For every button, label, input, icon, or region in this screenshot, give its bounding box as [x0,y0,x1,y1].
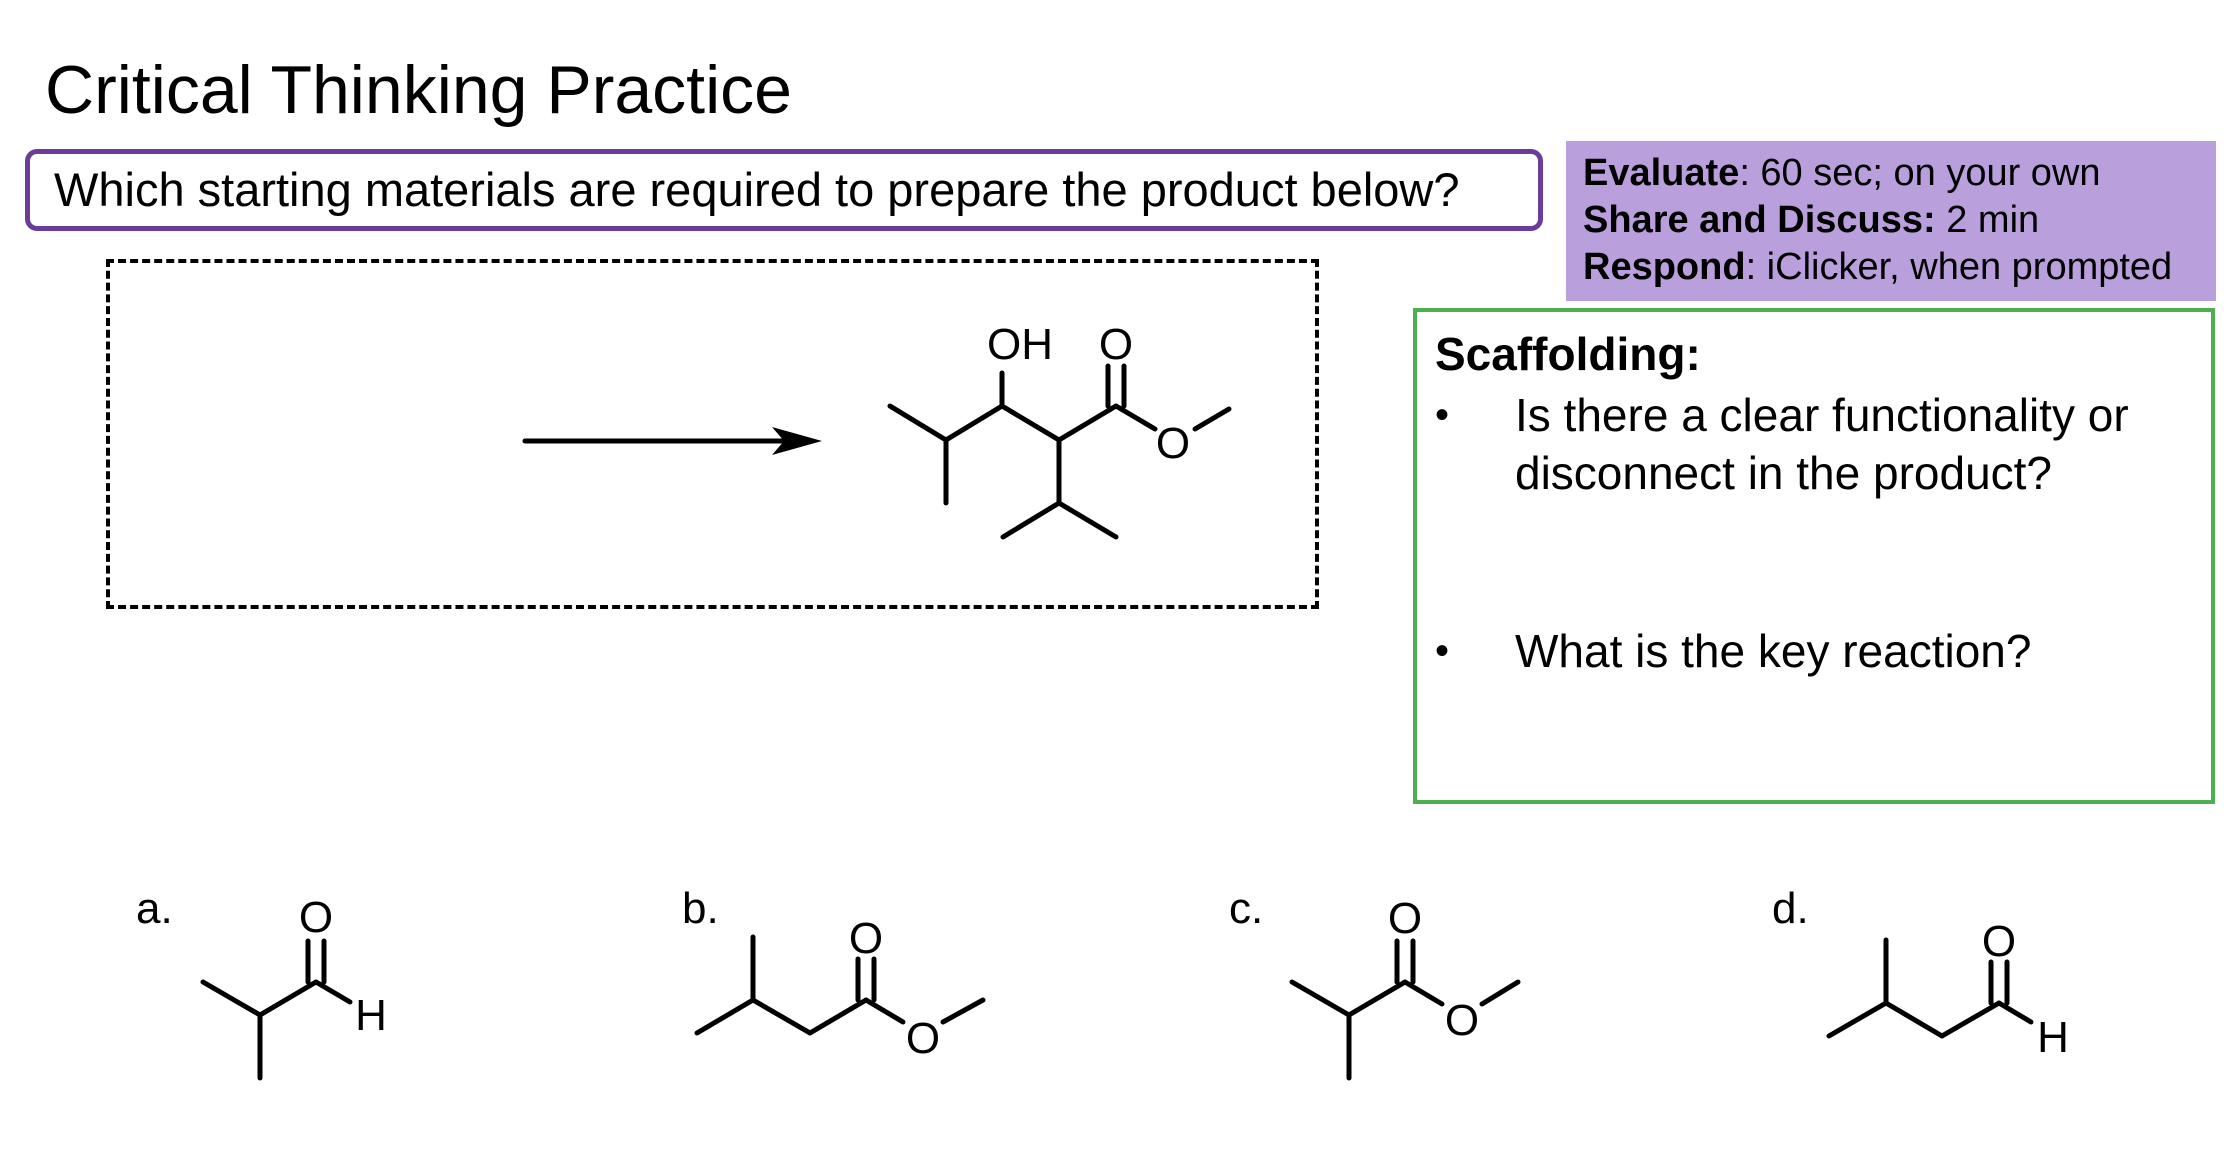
evaluate-line: Evaluate: 60 sec; on your own [1583,150,2216,197]
share-label: Share and Discuss: [1583,199,1936,241]
question-text: Which starting materials are required to… [54,163,1460,216]
atom-label: O [1445,996,1479,1045]
reaction-box [106,259,1319,609]
scaffolding-box: Scaffolding: • Is there a clear function… [1413,308,2215,804]
reaction-arrow [522,427,822,455]
question-box: Which starting materials are required to… [25,149,1543,231]
evaluate-text: : 60 sec; on your own [1739,152,2101,194]
atom-label: O [1388,894,1422,943]
atom-label: H [355,991,387,1040]
atom-label: H [2037,1013,2069,1062]
bullet-icon: • [1435,393,1450,437]
share-text: 2 min [1935,199,2040,241]
atom-label: O [299,893,333,942]
scaffolding-heading: Scaffolding: [1435,328,1701,380]
scaffolding-item-text: What is the key reaction? [1515,625,2032,677]
atom-label: O [906,1014,940,1063]
share-line: Share and Discuss: 2 min [1583,197,2216,244]
choice-d-structure: O H [1826,917,2069,1062]
respond-line: Respond: iClicker, when prompted [1583,244,2216,291]
timing-box: Evaluate: 60 sec; on your own Share and … [1566,141,2216,301]
atom-label: O [1982,917,2016,966]
choice-a-structure: O H [200,893,387,1081]
respond-label: Respond [1583,246,1746,288]
slide-title: Critical Thinking Practice [45,52,793,128]
choice-d-label[interactable]: d. [1772,884,1809,933]
choice-c-structure: O O [1289,894,1521,1081]
choice-c-label[interactable]: c. [1229,884,1264,933]
scaffolding-item-text: Is there a clear functionality or discon… [1515,389,2129,499]
choice-b-structure: O O [694,914,986,1063]
choice-b-label[interactable]: b. [682,884,719,933]
product-structure: OH O O [887,320,1232,540]
choice-a-label[interactable]: a. [136,884,173,933]
atom-label: O [849,914,883,963]
evaluate-label: Evaluate [1583,152,1740,194]
respond-text: : iClicker, when prompted [1745,246,2173,288]
ester-oxygen-label: O [1156,419,1190,468]
bullet-icon: • [1435,629,1450,673]
carbonyl-oxygen-label: O [1099,320,1133,369]
hydroxyl-label: OH [987,320,1053,369]
